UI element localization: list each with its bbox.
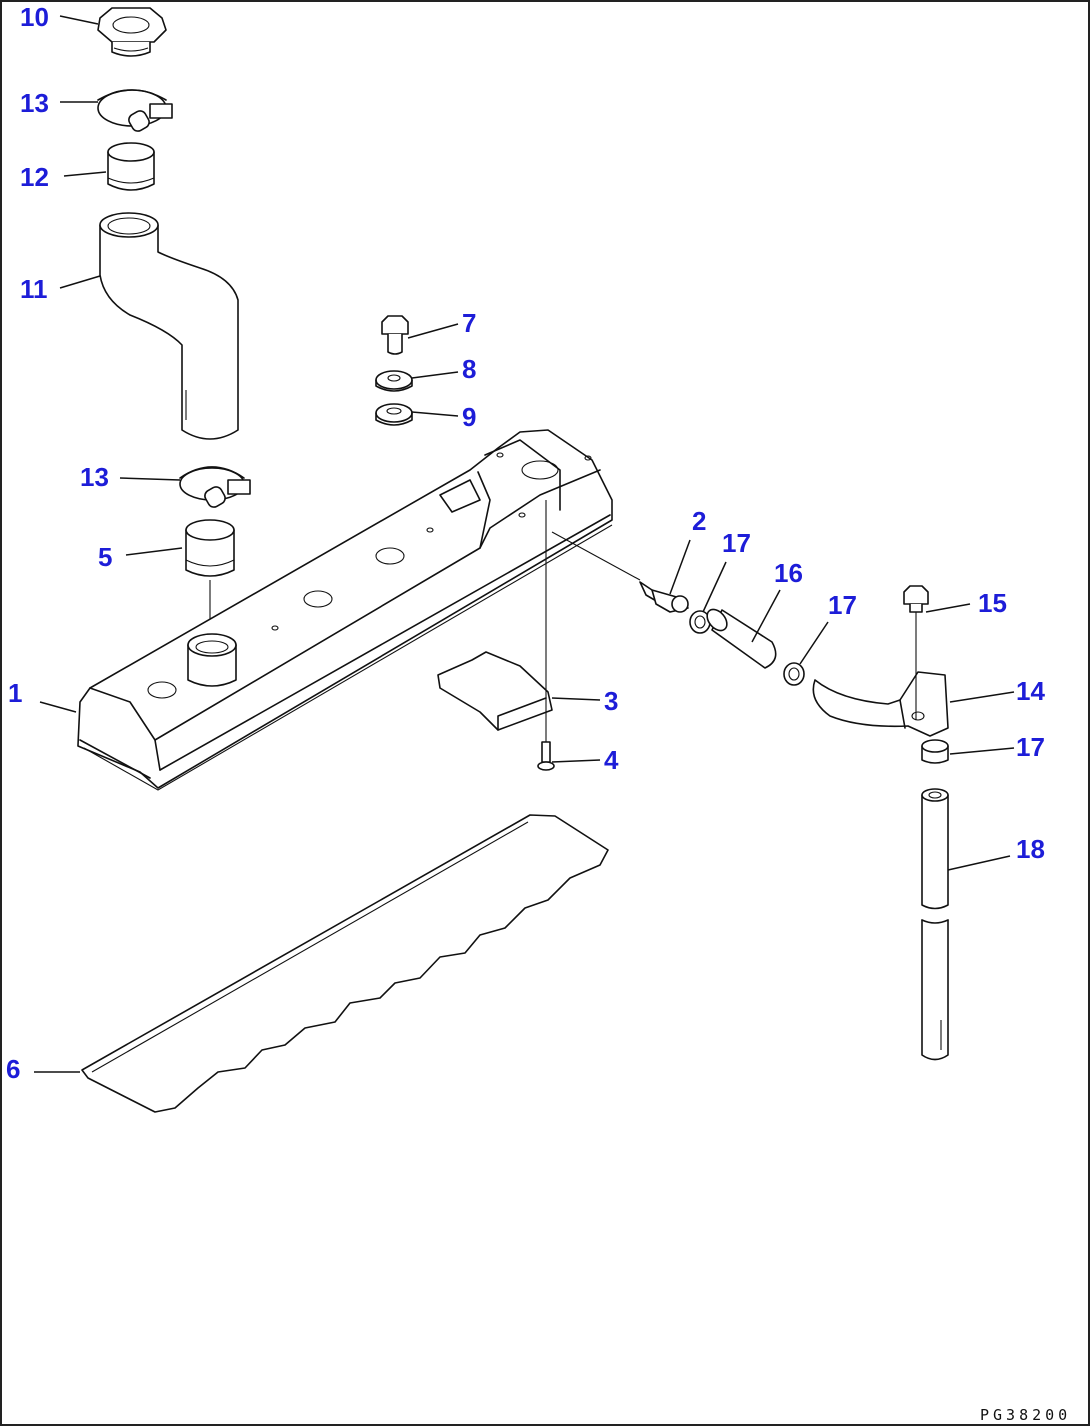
callout-14: 14 [1016,676,1045,706]
callout-8: 8 [462,354,476,384]
part-3-baffle-plate [437,651,553,731]
callout-17-middle: 17 [828,590,857,620]
callout-13-lower: 13 [80,462,109,492]
part-1-head-cover [77,429,613,791]
callout-15: 15 [978,588,1007,618]
callout-17-lower: 17 [1016,732,1045,762]
callout-3: 3 [604,686,618,716]
leader-lines [34,15,1015,1073]
part-11-breather-hose [99,212,239,440]
callout-9: 9 [462,402,476,432]
part-5-grommet-installed [187,633,237,687]
callout-12: 12 [20,162,49,192]
part-6-gasket [81,814,609,1113]
callout-4: 4 [604,745,619,775]
part-2-nipple [551,531,689,613]
part-10-filler-cap [97,7,167,57]
callout-10: 10 [20,2,49,32]
part-5-grommet [185,519,235,577]
part-18-tube [921,788,949,1061]
part-7-bolt [381,315,409,355]
part-16-hose [706,608,777,669]
callout-7: 7 [462,308,476,338]
part-9-seal [375,403,413,426]
part-13-hose-clamp-lower [179,466,251,508]
callout-6: 6 [6,1054,20,1084]
part-17-clip-lower [921,739,949,764]
part-12-connector [107,142,155,191]
part-17-clip-middle [783,662,805,686]
drawing-code: PG38200 [980,1406,1071,1424]
callout-11: 11 [20,274,48,304]
callout-18: 18 [1016,834,1045,864]
part-15-bolt [903,585,929,613]
part-14-breather-pipe [812,671,949,737]
callout-17-left: 17 [722,528,751,558]
callout-5: 5 [98,542,112,572]
part-4-screw [537,741,555,771]
part-8-washer [375,370,413,392]
callout-labels: 10 13 12 11 13 5 1 6 7 8 9 3 4 2 17 16 1… [6,2,1045,1084]
callout-13-upper: 13 [20,88,49,118]
callout-2: 2 [692,506,706,536]
callout-1: 1 [8,678,22,708]
callout-16: 16 [774,558,803,588]
part-13-hose-clamp-upper [97,89,173,132]
